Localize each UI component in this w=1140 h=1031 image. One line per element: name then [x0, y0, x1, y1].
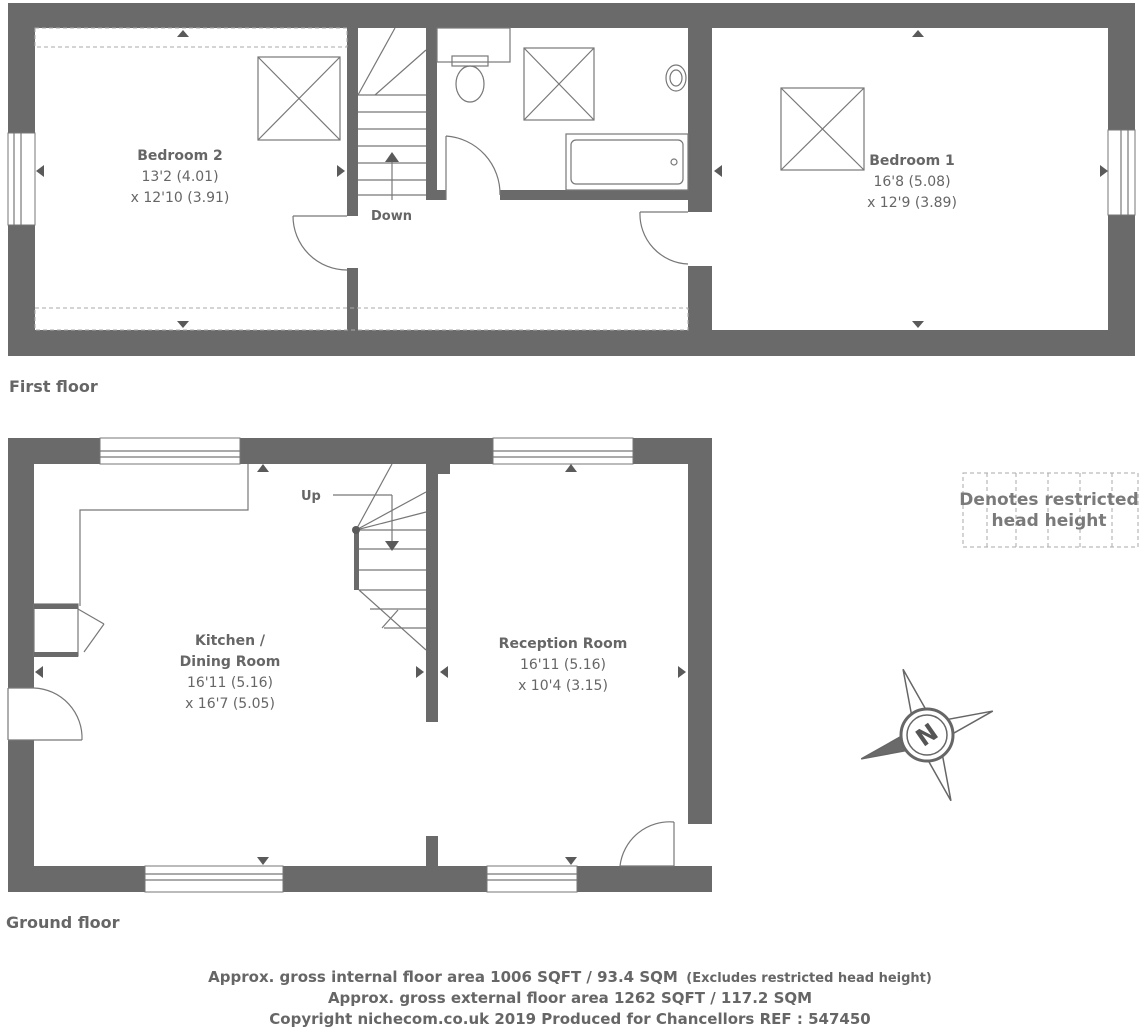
first-floor-top-wall — [8, 3, 1135, 28]
bathroom-door-jamb — [426, 190, 446, 200]
first-floor-label: First floor — [9, 377, 98, 396]
stair-newel-wall — [354, 530, 359, 590]
toilet-icon — [451, 55, 489, 103]
kitchen-name-line2: Dining Room — [180, 654, 281, 670]
kitchen-top-window — [99, 437, 241, 465]
first-floor-bottom-wall — [8, 330, 1135, 356]
ground-floor-label: Ground floor — [6, 913, 120, 932]
footer-line2: Approx. gross external floor area 1262 S… — [328, 989, 812, 1007]
dividing-wall-top — [426, 464, 450, 474]
ground-floor-bottom-wall — [8, 866, 712, 892]
front-door[interactable] — [7, 687, 83, 741]
bedroom2-top-marker — [177, 30, 189, 37]
cupboard — [33, 603, 105, 657]
bedroom2-dim2: x 12'10 (3.91) — [131, 190, 230, 206]
first-floor-stairs — [357, 27, 427, 200]
reception-name: Reception Room — [499, 636, 628, 652]
legend-line2: head height — [991, 511, 1106, 531]
restricted-strip-top — [34, 27, 348, 48]
bathroom-door[interactable] — [445, 135, 501, 200]
bedroom2-right-wall-lower — [347, 268, 358, 330]
footer-line1-note: (Excludes restricted head height) — [686, 971, 932, 986]
ground-floor-left-wall-lower — [8, 740, 34, 892]
bathroom-skylight — [523, 47, 595, 121]
reception-top-window — [492, 437, 634, 465]
bedroom1-left-wall-upper — [688, 28, 712, 212]
reception-door[interactable] — [619, 821, 675, 867]
ground-floor-stairs — [333, 463, 427, 651]
ground-floor-right-corner — [674, 866, 712, 892]
bedroom2-name: Bedroom 2 — [137, 148, 223, 164]
dividing-wall-stub — [426, 836, 438, 866]
bedroom2-dim1: 13'2 (4.01) — [141, 169, 218, 185]
reception-dim2: x 10'4 (3.15) — [518, 678, 608, 694]
bedroom2-right-marker — [337, 165, 345, 177]
reception-bottom-marker — [565, 857, 577, 865]
bedroom1-right-marker — [1100, 165, 1108, 177]
reception-top-marker — [565, 464, 577, 472]
reception-right-marker — [678, 666, 686, 678]
stairwell-wall — [426, 28, 437, 200]
bedroom1-door[interactable] — [639, 211, 689, 265]
reception-left-marker — [440, 666, 448, 678]
restricted-height-legend: Denotes restricted head height — [959, 472, 1139, 548]
bedroom2-right-wall-upper — [347, 28, 358, 216]
kitchen-bottom-marker — [257, 857, 269, 865]
bathroom-bottom-wall — [500, 190, 712, 200]
sink-icon — [665, 64, 687, 92]
bedroom1-dim2: x 12'9 (3.89) — [867, 195, 957, 211]
bedroom1-top-marker — [912, 30, 924, 37]
bath-icon — [565, 133, 689, 191]
reception-bottom-window — [486, 865, 578, 893]
compass-rose-icon: N — [860, 668, 994, 802]
kitchen-counter — [79, 464, 249, 606]
ground-floor-right-wall — [688, 438, 712, 824]
bedroom1-name: Bedroom 1 — [869, 153, 955, 169]
bedroom2-left-marker — [36, 165, 44, 177]
ground-floor-plan: Up Kitchen / Dining Room 16'11 (5.16) x … — [7, 437, 712, 893]
footer-line3: Copyright nichecom.co.uk 2019 Produced f… — [269, 1010, 870, 1028]
bedroom1-left-wall-lower — [688, 266, 712, 330]
kitchen-name-line1: Kitchen / — [195, 633, 266, 649]
footer-line1-main: Approx. gross internal floor area 1006 S… — [208, 968, 678, 986]
kitchen-left-marker — [35, 666, 43, 678]
bedroom1-dim1: 16'8 (5.08) — [873, 174, 950, 190]
legend-line1: Denotes restricted — [959, 490, 1138, 510]
restricted-strip-bottom — [34, 307, 689, 331]
footer-line1: Approx. gross internal floor area 1006 S… — [208, 968, 932, 986]
ground-floor-left-wall-upper — [8, 438, 34, 688]
kitchen-bottom-window — [144, 865, 284, 893]
kitchen-dim1: 16'11 (5.16) — [187, 675, 273, 691]
bedroom2-skylight — [257, 56, 341, 141]
first-floor-plan: Down Bedroom 2 13'2 (4.01) x 12'10 (3.91… — [7, 3, 1136, 356]
kitchen-dim2: x 16'7 (5.05) — [185, 696, 275, 712]
kitchen-top-marker — [257, 464, 269, 472]
bedroom2-bottom-marker — [177, 321, 189, 328]
reception-dim1: 16'11 (5.16) — [520, 657, 606, 673]
bedroom2-door[interactable] — [292, 215, 348, 271]
cistern-unit — [436, 27, 511, 63]
kitchen-right-marker — [416, 666, 424, 678]
bedroom1-left-marker — [714, 165, 722, 177]
stairs-up-label: Up — [301, 489, 321, 504]
bedroom1-skylight — [780, 87, 865, 171]
dividing-wall — [426, 464, 438, 722]
stairs-down-label: Down — [371, 209, 412, 224]
bedroom1-bottom-marker — [912, 321, 924, 328]
